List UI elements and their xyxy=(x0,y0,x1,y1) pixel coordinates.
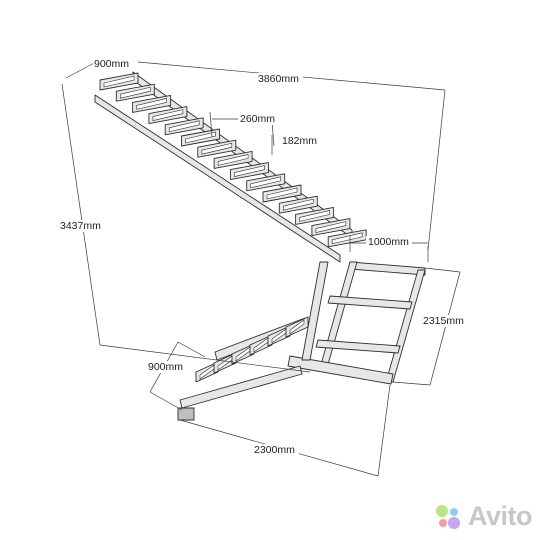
step-frame-opening xyxy=(234,165,265,177)
dim-ext-landing-width-top xyxy=(424,267,461,273)
dim-line-width-bottom-1 xyxy=(177,341,206,358)
avito-watermark: Avito xyxy=(433,501,533,532)
step-frame-opening xyxy=(120,86,151,99)
dim-label-tread-depth: 260mm xyxy=(240,113,275,125)
lower-outer-stringer xyxy=(179,365,303,409)
landing-right-beam xyxy=(385,269,426,383)
dim-line-landing-width xyxy=(429,271,461,386)
dim-ext-height-bottom xyxy=(99,344,311,373)
dim-line-width-top xyxy=(65,61,97,79)
lower-base-foot xyxy=(177,407,195,421)
dim-line-height-total xyxy=(61,83,101,346)
dim-label-bg xyxy=(257,73,303,85)
step-frame-opening xyxy=(299,210,330,222)
dim-ext-tread-2 xyxy=(271,121,275,147)
dim-label-width-top: 900mm xyxy=(94,58,129,70)
landing-frame xyxy=(287,261,426,385)
upper-steps xyxy=(99,72,367,248)
step-frame-opening xyxy=(185,131,216,144)
landing-cross-beam-2 xyxy=(315,339,401,354)
step-frame-opening xyxy=(201,142,233,155)
step-frame-opening xyxy=(331,232,363,245)
step-frame-opening xyxy=(282,198,314,211)
dim-ext-length-bottom xyxy=(377,384,391,477)
step-frame-opening xyxy=(250,176,282,189)
dim-ext-landing-width-bottom xyxy=(392,381,431,386)
step-frame-opening xyxy=(152,109,184,121)
dim-label-width-bottom: 900mm xyxy=(148,361,183,373)
dimension-labels: 900mm 3860mm 260mm 182mm 3437mm 1000mm 2… xyxy=(59,58,468,456)
dim-label-bg xyxy=(281,135,321,147)
dim-label-height-total: 3437mm xyxy=(60,220,101,232)
dim-label-length-bottom: 2300mm xyxy=(254,444,295,456)
avito-logo-text: Avito xyxy=(468,501,533,531)
upper-flight xyxy=(94,71,367,263)
landing-left-beam xyxy=(319,261,358,369)
dim-ext-tread-1 xyxy=(209,111,213,138)
dim-label-landing-width: 2315mm xyxy=(423,315,464,327)
dim-label-bg xyxy=(147,361,187,373)
dim-ext-length-total xyxy=(427,89,446,251)
step-frame-opening xyxy=(289,319,305,335)
dim-label-bg xyxy=(366,236,412,248)
upper-outer-stringer xyxy=(94,94,341,263)
dim-label-landing-length: 1000mm xyxy=(368,236,409,248)
dim-label-bg xyxy=(422,315,468,327)
avito-logo-icon xyxy=(436,504,460,529)
step-frame-opening xyxy=(266,187,298,200)
dim-label-bg xyxy=(238,113,278,125)
step-frame-opening xyxy=(315,221,347,233)
dim-label-riser-height: 182mm xyxy=(282,135,317,147)
dim-label-length-total: 3860mm xyxy=(258,73,299,85)
lower-flight xyxy=(177,316,309,421)
landing-front-beam xyxy=(287,355,394,385)
dim-line-width-bottom-2 xyxy=(149,391,183,411)
landing-back-beam xyxy=(349,261,426,276)
dim-label-bg xyxy=(59,220,105,232)
landing-cross-beam-1 xyxy=(327,295,413,310)
step-frame-opening xyxy=(136,98,167,110)
dim-label-bg xyxy=(253,444,299,456)
lower-steps xyxy=(195,316,309,383)
step-frame-opening xyxy=(217,154,249,166)
step-frame-opening xyxy=(103,75,135,88)
step-frame-opening xyxy=(168,120,200,133)
dim-label-bg xyxy=(93,58,133,70)
